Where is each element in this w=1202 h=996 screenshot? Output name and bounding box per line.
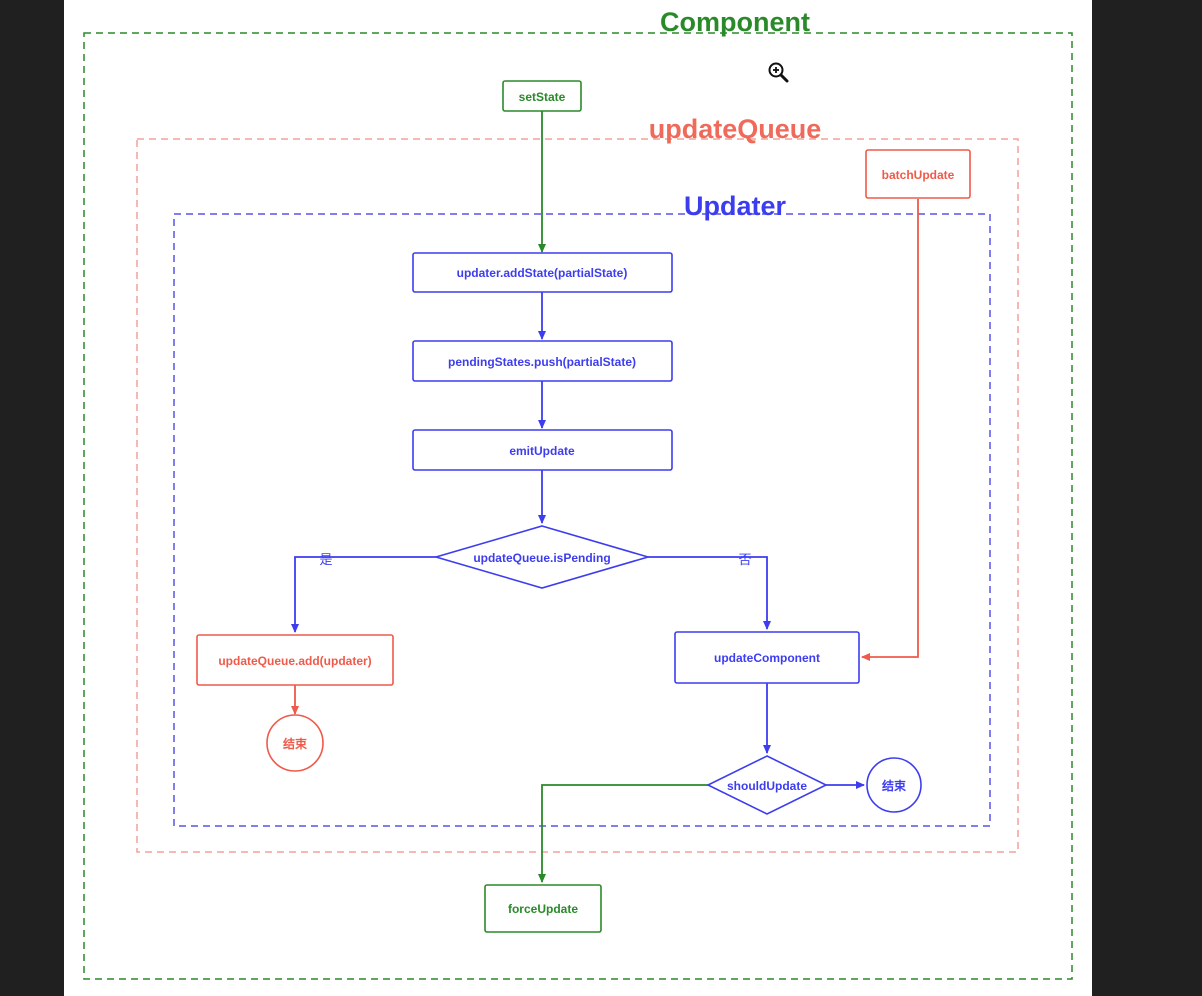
updater-container xyxy=(173,213,991,827)
node-pending-push-label: pendingStates.push(partialState) xyxy=(448,355,636,369)
edge-ispending-no xyxy=(648,556,771,630)
node-batch-update-label: batchUpdate xyxy=(882,168,955,182)
node-should-update-decision[interactable]: shouldUpdate xyxy=(706,755,828,815)
component-container xyxy=(83,32,1073,980)
node-queue-add-label: updateQueue.add(updater) xyxy=(218,654,371,668)
node-emit-update[interactable]: emitUpdate xyxy=(412,429,673,471)
right-margin xyxy=(1092,0,1202,996)
update-queue-title: updateQueue xyxy=(649,114,822,144)
node-end-right-label: 结束 xyxy=(882,778,907,793)
node-batch-update[interactable]: batchUpdate xyxy=(865,149,971,199)
node-end-left[interactable]: 结束 xyxy=(266,714,324,772)
node-force-update-label: forceUpdate xyxy=(508,902,578,916)
edge-ispending-yes xyxy=(291,556,436,633)
edge-label-yes: 是 xyxy=(319,553,332,568)
node-add-state-label: updater.addState(partialState) xyxy=(457,266,628,280)
node-set-state[interactable]: setState xyxy=(502,80,582,112)
edge-batch-updatecomponent xyxy=(861,199,919,661)
node-end-left-label: 结束 xyxy=(283,736,308,751)
node-end-right[interactable]: 结束 xyxy=(866,757,922,813)
updater-title: Updater xyxy=(684,191,787,221)
left-margin xyxy=(0,0,64,996)
node-emit-update-label: emitUpdate xyxy=(509,444,575,458)
edge-label-no: 否 xyxy=(738,553,751,568)
node-queue-add[interactable]: updateQueue.add(updater) xyxy=(196,634,394,686)
node-is-pending-decision[interactable]: updateQueue.isPending xyxy=(433,525,651,589)
zoom-in-icon[interactable] xyxy=(768,62,789,83)
node-update-component-label: updateComponent xyxy=(714,651,820,665)
node-update-component[interactable]: updateComponent xyxy=(674,631,860,684)
node-add-state[interactable]: updater.addState(partialState) xyxy=(412,252,673,293)
node-pending-push[interactable]: pendingStates.push(partialState) xyxy=(412,340,673,382)
node-is-pending-label: updateQueue.isPending xyxy=(473,551,610,565)
node-should-update-label: shouldUpdate xyxy=(727,779,807,793)
component-title: Component xyxy=(660,7,810,37)
node-set-state-label: setState xyxy=(519,90,566,104)
edge-shouldupdate-forceupdate xyxy=(538,784,708,883)
update-queue-container xyxy=(136,138,1019,853)
node-force-update[interactable]: forceUpdate xyxy=(484,884,602,933)
